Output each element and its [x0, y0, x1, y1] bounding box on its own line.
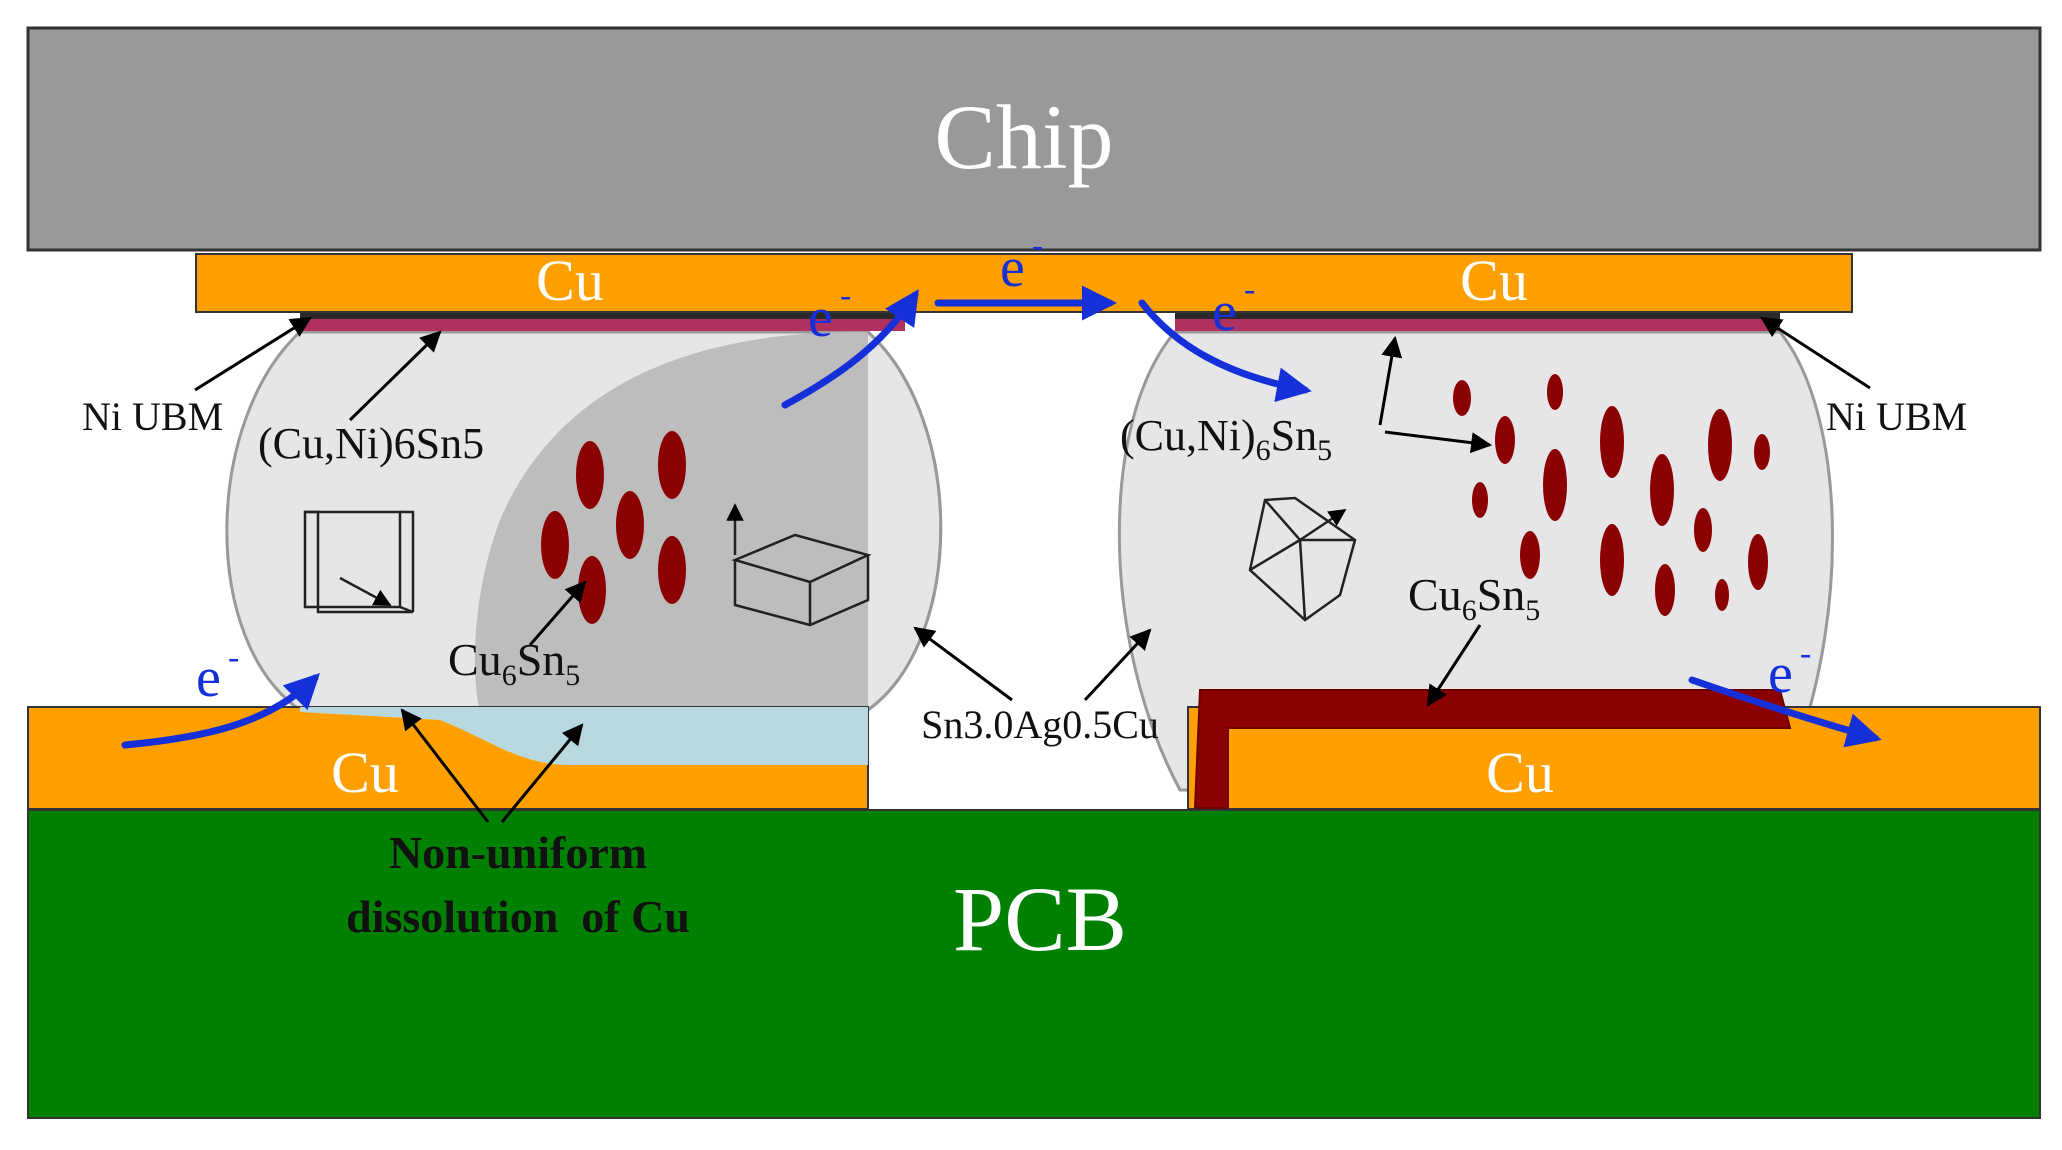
chip-label: Chip [935, 86, 1114, 188]
svg-text:e: e [808, 287, 833, 349]
bottom-right-cu-pad [1187, 689, 2041, 810]
ni-ubm-right-layer [1175, 313, 1780, 319]
crystal-box-middle-icon [726, 503, 872, 627]
cu-top-right-label: Cu [1460, 248, 1528, 313]
svg-text:-: - [1244, 271, 1255, 308]
svg-text:-: - [1032, 227, 1043, 264]
nonuniform-dissolution-line2: dissolution of Cu [346, 891, 690, 942]
electron-label-2: e - [1000, 227, 1043, 299]
electron-label-5: e - [1768, 635, 1811, 705]
svg-text:-: - [1800, 635, 1811, 672]
electron-flow-arrows [121, 285, 1882, 749]
left-cu6sn5-grains [541, 431, 686, 624]
svg-text:e: e [1212, 281, 1237, 343]
svg-text:e: e [1768, 643, 1793, 705]
left-solder-shadow [474, 332, 868, 710]
svg-text:Cu6Sn5: Cu6Sn5 [448, 634, 580, 692]
svg-text:-: - [840, 277, 851, 314]
cuni-right-label: (Cu,Ni)6Sn5 [1120, 411, 1332, 467]
cuni-imc-right-layer [1175, 319, 1780, 331]
left-solder-ball [225, 330, 943, 712]
cu6sn5-left-label: Cu6Sn5 [448, 634, 580, 692]
cu-top-left-label: Cu [536, 248, 604, 313]
ni-ubm-right-label: Ni UBM [1826, 394, 1967, 439]
right-cu6sn5-grains [1453, 374, 1770, 616]
cu6sn5-right-label: Cu6Sn5 [1408, 569, 1540, 627]
ni-ubm-left-layer [300, 313, 905, 319]
chip-die [26, 26, 2042, 252]
cuni-imc-left-layer [300, 319, 905, 331]
cu-bottom-left-label: Cu [331, 740, 399, 805]
dissolution-zone [300, 707, 868, 765]
svg-text:e: e [196, 647, 221, 709]
svg-text:-: - [228, 639, 239, 676]
ni-ubm-left-label: Ni UBM [82, 394, 223, 439]
bottom-right-imc-layer [1193, 689, 1792, 809]
pcb-label: PCB [953, 868, 1127, 970]
electron-label-1: e - [808, 277, 851, 349]
svg-text:e: e [1000, 237, 1025, 299]
crystal-cube-left-icon [303, 510, 415, 614]
crystal-hexagon-right-icon [1248, 496, 1357, 622]
cu-bottom-right-label: Cu [1486, 740, 1554, 805]
electron-label-3: e - [1212, 271, 1255, 343]
electron-label-4: e - [196, 639, 239, 709]
leader-arrows [194, 316, 1871, 823]
solder-alloy-label: Sn3.0Ag0.5Cu [921, 702, 1159, 747]
nonuniform-dissolution-line1: Non-uniform [389, 827, 647, 878]
svg-text:Cu6Sn5: Cu6Sn5 [1408, 569, 1540, 627]
cuni-left-label: (Cu,Ni)6Sn5 [258, 419, 484, 468]
pcb-board [27, 809, 2041, 1119]
bottom-left-cu-pad [27, 706, 869, 810]
svg-text:(Cu,Ni)6Sn5: (Cu,Ni)6Sn5 [1120, 411, 1332, 467]
